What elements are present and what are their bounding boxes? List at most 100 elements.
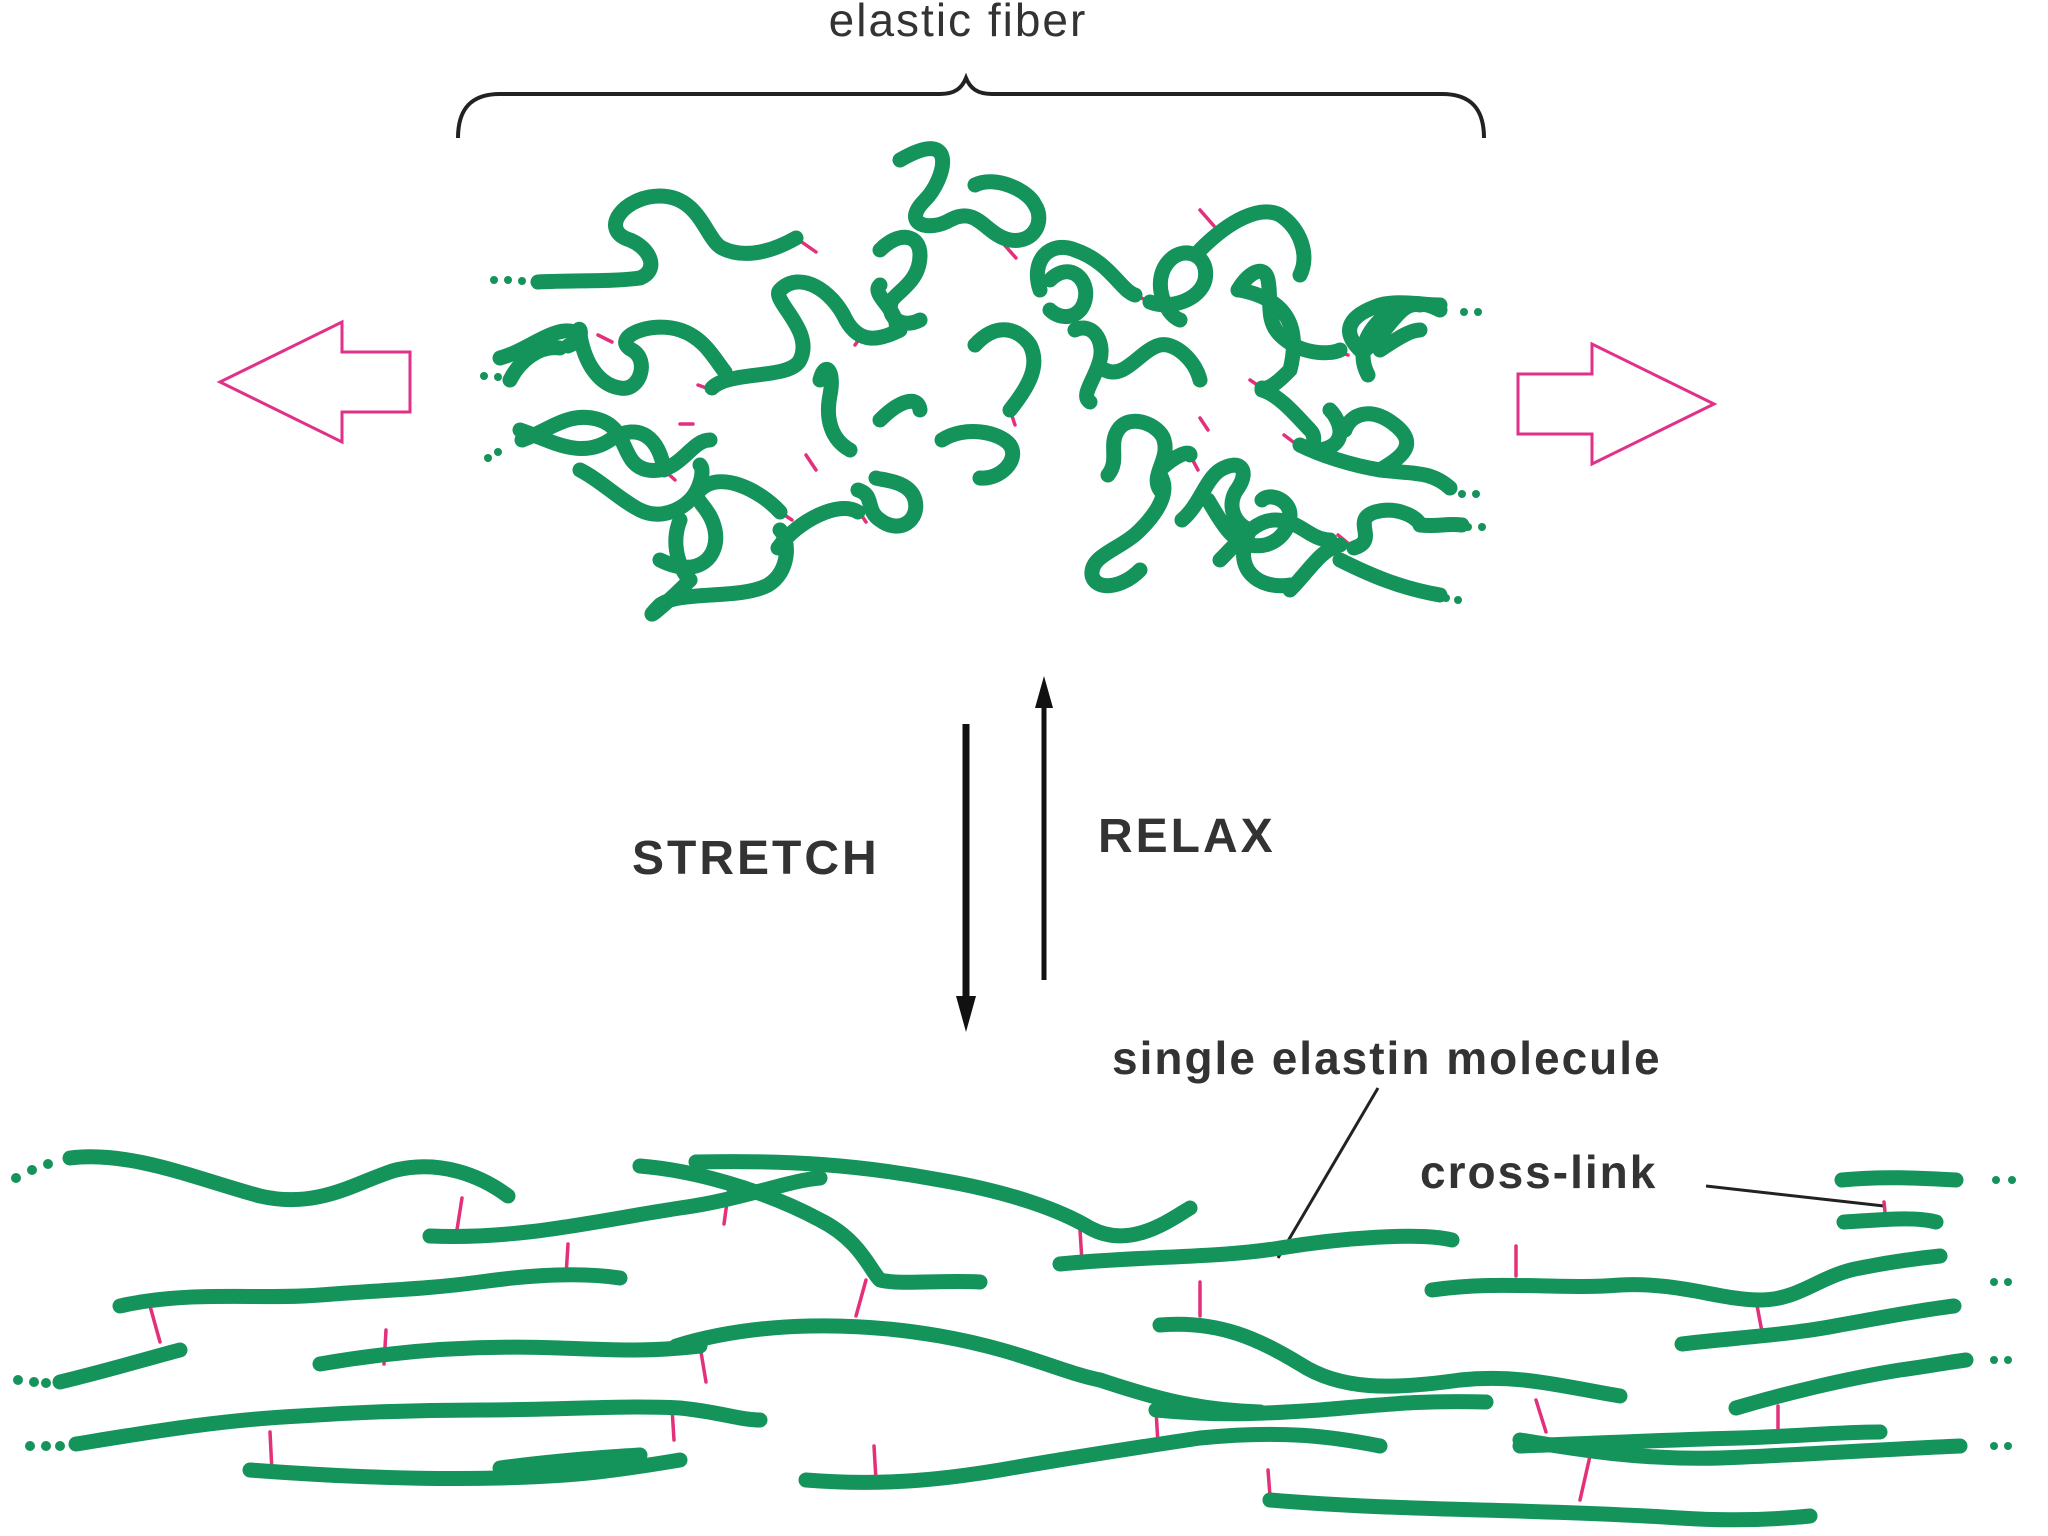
extended-elastin-molecule	[1092, 1372, 1268, 1420]
coiled-elastin-molecule	[1230, 263, 1348, 361]
coiled-elastin-molecule	[514, 409, 718, 478]
extended-elastin-molecule	[62, 1149, 516, 1208]
extended-elastin-molecule	[242, 1452, 688, 1487]
chain-end-dot	[1990, 1356, 1998, 1364]
extended-elastin-molecule	[668, 1318, 1108, 1388]
chain-end-dot	[2004, 1356, 2012, 1364]
relaxed-fiber-network	[480, 141, 1486, 622]
coiled-elastin-molecule	[967, 322, 1042, 418]
chain-end-dot	[27, 1165, 37, 1175]
coiled-elastin-molecule	[770, 500, 866, 556]
coiled-elastin-molecule	[1097, 337, 1208, 388]
cross-link	[596, 333, 614, 344]
extended-elastin-molecule	[1834, 1170, 1964, 1188]
chain-end-dot	[43, 1159, 53, 1169]
chain-end-dot	[1464, 523, 1472, 531]
single-elastin-molecule-leader	[1276, 1087, 1380, 1259]
coiled-elastin-molecule	[892, 141, 1047, 248]
stretched-fiber-network	[11, 1149, 2016, 1528]
coiled-elastin-molecule	[1337, 406, 1415, 478]
coiled-elastin-molecule	[572, 457, 710, 522]
chain-end-dot	[41, 1441, 51, 1451]
coiled-elastin-molecule	[530, 188, 804, 290]
extended-elastin-molecule	[1052, 1228, 1460, 1272]
extended-elastin-molecule	[1424, 1248, 1948, 1308]
coiled-elastin-molecule	[512, 422, 672, 478]
cross-link-leader	[1705, 1184, 1885, 1208]
chain-end-dot	[41, 1378, 51, 1388]
chain-end-dot	[1478, 523, 1486, 531]
coiled-elastin-molecule	[1192, 204, 1312, 283]
chain-end-dot	[11, 1173, 21, 1183]
chain-end-dot	[2004, 1278, 2012, 1286]
cross-link-label: cross-link	[1420, 1146, 1657, 1198]
chain-end-dot	[494, 373, 502, 381]
chain-end-dot	[1992, 1176, 2000, 1184]
cross-link	[804, 453, 818, 472]
extended-elastin-molecule	[798, 1426, 1388, 1490]
chain-end-dot	[25, 1441, 35, 1451]
coiled-elastin-molecule	[502, 340, 568, 388]
coiled-elastin-molecule	[704, 274, 908, 396]
coiled-elastin-molecule	[1332, 552, 1448, 603]
relax-arrow	[1035, 676, 1053, 980]
cross-link	[1578, 1454, 1592, 1502]
chain-end-dot	[1460, 308, 1468, 316]
cross-link	[1198, 416, 1210, 432]
chain-end-dot	[504, 276, 512, 284]
extended-elastin-molecule	[1674, 1298, 1962, 1352]
extended-elastin-molecule	[1152, 1316, 1628, 1404]
coiled-elastin-molecule	[1042, 264, 1094, 324]
coiled-elastin-molecule	[1212, 512, 1338, 568]
coiled-elastin-molecule	[1346, 502, 1470, 556]
coiled-elastin-molecule	[1067, 320, 1109, 410]
cross-link	[1266, 1468, 1272, 1498]
coiled-elastin-molecule	[652, 474, 788, 575]
chain-end-dot	[1454, 596, 1462, 604]
extended-elastin-molecule	[632, 1158, 988, 1290]
chain-end-dot	[518, 277, 526, 285]
coiled-elastin-molecule	[850, 470, 924, 534]
chain-end-dot	[2008, 1176, 2016, 1184]
coiled-elastin-molecule	[934, 424, 1021, 486]
chain-end-dot	[1990, 1278, 1998, 1286]
coiled-elastin-molecule	[872, 393, 928, 428]
chain-end-dot	[13, 1375, 23, 1385]
chain-end-dot	[55, 1441, 65, 1451]
hollow-right-arrow-icon	[1516, 341, 1718, 467]
chain-end-dot	[480, 372, 488, 380]
coiled-elastin-molecule	[1372, 322, 1428, 358]
coiled-elastin-molecule	[668, 512, 698, 588]
extended-elastin-molecule	[1728, 1352, 1974, 1416]
chain-end-dot	[1472, 490, 1480, 498]
chain-end-dot	[1990, 1442, 1998, 1450]
coiled-elastin-molecule	[812, 361, 858, 458]
coiled-elastin-molecule	[1029, 239, 1143, 303]
extended-elastin-molecule	[422, 1170, 828, 1244]
elastic-fiber-label: elastic fiber	[829, 0, 1088, 46]
coiled-elastin-molecule	[1236, 522, 1298, 594]
extended-elastin-molecule	[312, 1338, 708, 1372]
extended-elastin-molecule	[68, 1399, 768, 1452]
cross-link	[872, 1444, 878, 1482]
cross-link	[1534, 1398, 1548, 1434]
coiled-elastin-molecule	[1152, 445, 1198, 478]
coiled-elastin-molecule	[644, 522, 794, 622]
coiled-elastin-molecule	[1232, 282, 1301, 396]
cross-link	[1198, 208, 1216, 228]
coiled-elastin-molecule	[1174, 457, 1258, 538]
hollow-left-arrow-icon	[216, 319, 412, 445]
elastic-fiber-brace	[456, 72, 1486, 139]
stretch-arrow	[956, 724, 976, 1032]
extended-elastin-molecule	[1836, 1211, 1944, 1230]
coiled-elastin-molecule	[1084, 467, 1172, 594]
coiled-elastin-molecule	[870, 277, 904, 338]
cross-link	[854, 1278, 868, 1318]
coiled-elastin-molecule	[492, 323, 588, 366]
chain-end-dot	[490, 276, 498, 284]
coiled-elastin-molecule	[1142, 245, 1214, 328]
chain-end-dot	[494, 448, 502, 456]
stretch-label: STRETCH	[632, 832, 880, 885]
coiled-elastin-molecule	[1355, 295, 1448, 383]
extended-elastin-molecule	[688, 1154, 1198, 1244]
